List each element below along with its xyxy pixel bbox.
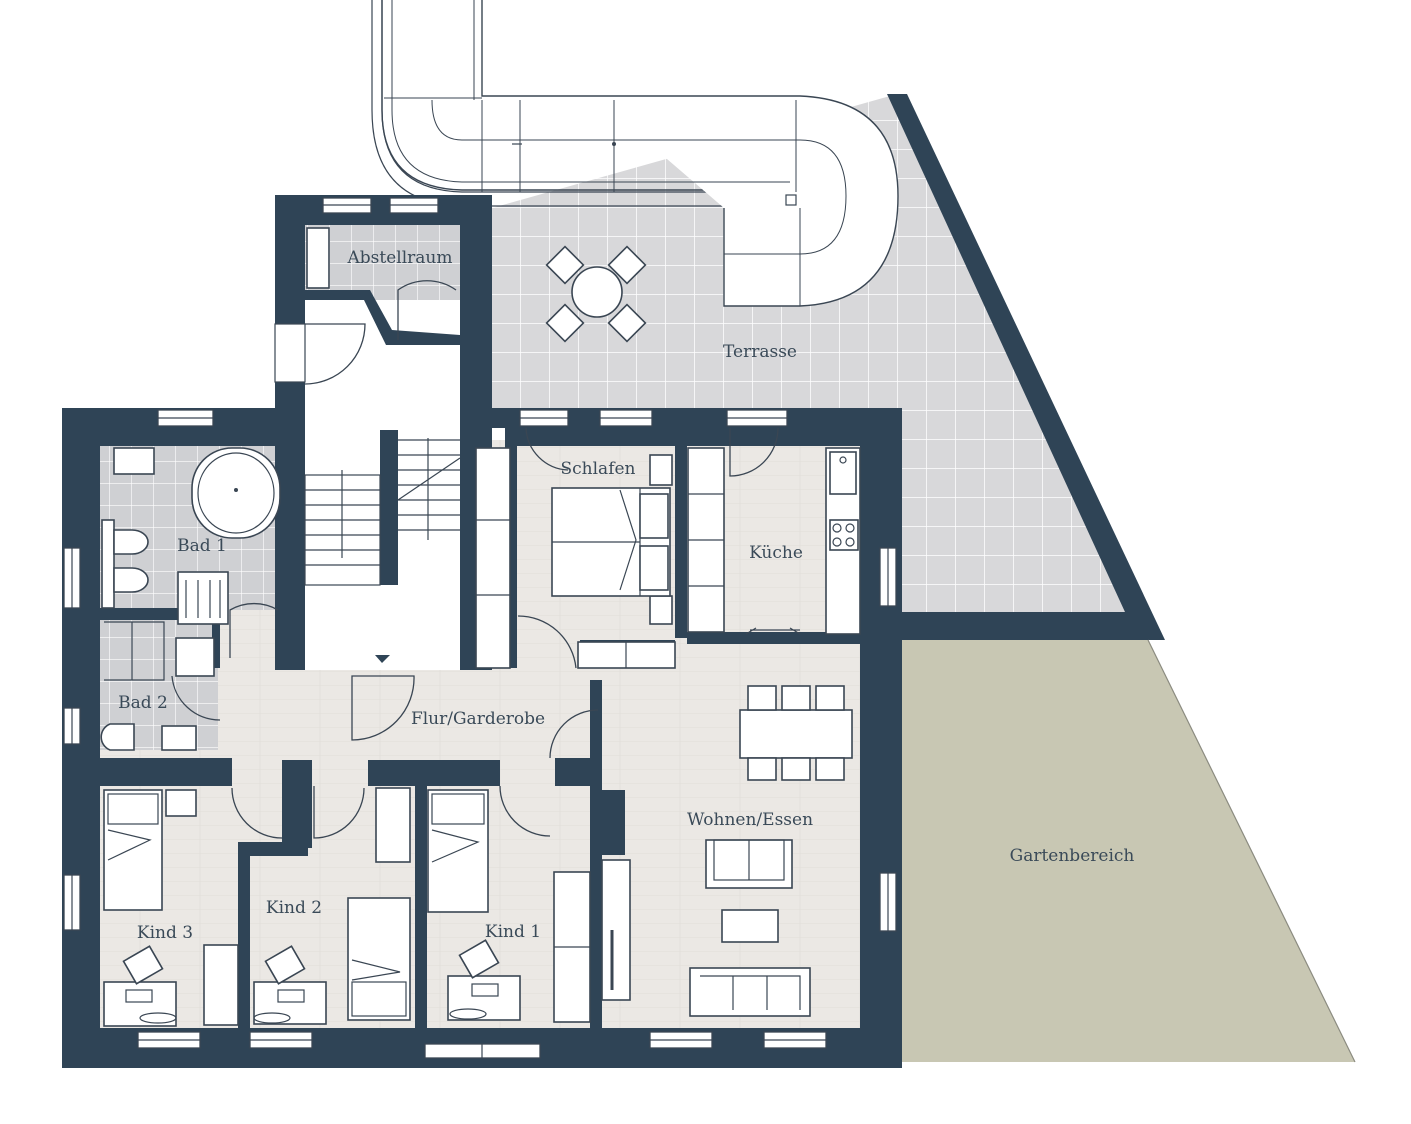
windows <box>63 197 897 1059</box>
label-garten: Gartenbereich <box>1010 846 1135 866</box>
terrace-area <box>492 94 1165 640</box>
room-labels: Abstellraum Terrasse Bad 1 Schlafen Küch… <box>118 248 1134 943</box>
label-flur: Flur/Garderobe <box>411 709 545 729</box>
label-abstellraum: Abstellraum <box>347 248 453 268</box>
garden-area <box>902 639 1356 1063</box>
furniture <box>100 227 861 1027</box>
label-wohnen: Wohnen/Essen <box>687 810 813 830</box>
outdoor-staircase <box>371 0 899 307</box>
label-kind3: Kind 3 <box>137 923 193 943</box>
label-bad2: Bad 2 <box>118 693 168 713</box>
label-terrasse: Terrasse <box>723 342 797 362</box>
label-schlafen: Schlafen <box>561 459 636 479</box>
doors <box>171 280 801 839</box>
patio-table-set <box>545 245 647 343</box>
label-kind2: Kind 2 <box>266 898 322 918</box>
interior-staircase <box>304 438 461 663</box>
label-kind1: Kind 1 <box>485 922 541 942</box>
label-bad1: Bad 1 <box>177 536 227 556</box>
label-kueche: Küche <box>749 543 803 563</box>
